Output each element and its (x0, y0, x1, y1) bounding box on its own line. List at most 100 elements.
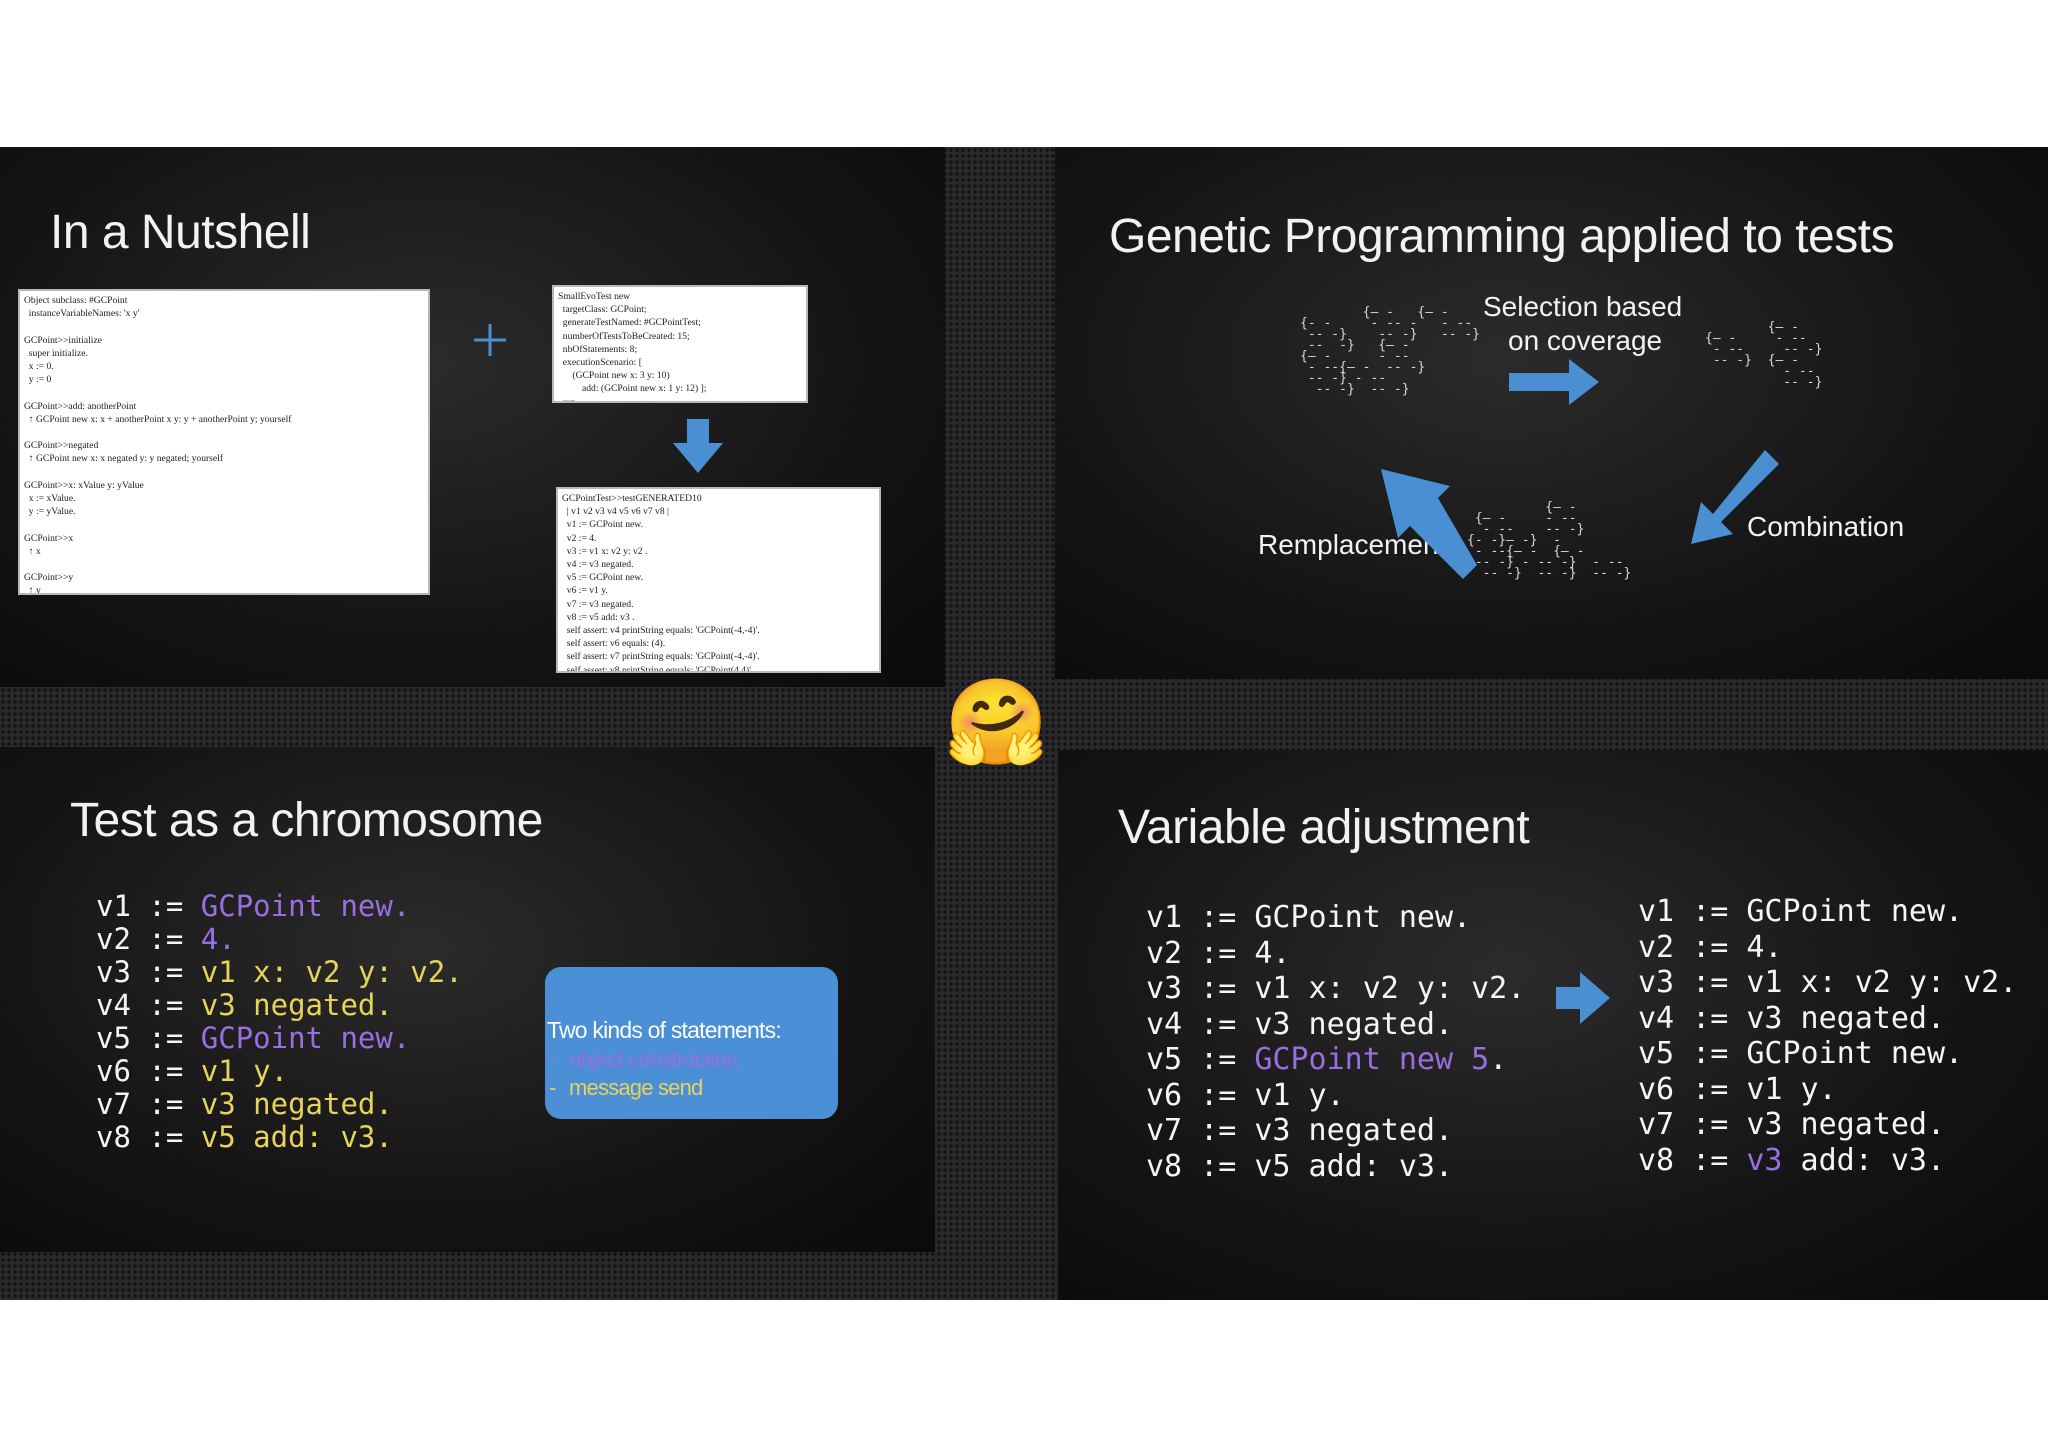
adjust-before-line: v4 := v3 negated. (1146, 1006, 1454, 1042)
chromosome-title: Test as a chromosome (70, 794, 543, 847)
generated-card-line: | v1 v2 v3 v4 v5 v6 v7 v8 | (562, 506, 669, 518)
class-card-line: GCPoint>>y (24, 572, 74, 584)
generated-card-line: v5 := GCPoint new. (562, 572, 644, 584)
generated-test-card: GCPointTest>>testGENERATED10 | v1 v2 v3 … (556, 487, 881, 673)
adjust-before-highlight: GCPoint new 5 (1254, 1042, 1490, 1077)
generated-card-line: v6 := v1 y. (562, 585, 608, 597)
generated-card-line: GCPointTest>>testGENERATED10 (562, 493, 702, 504)
class-card-line: Object subclass: #GCPoint (24, 295, 128, 306)
genetic-title: Genetic Programming applied to tests (1109, 210, 1895, 263)
replacement-label: Remplacement (1258, 529, 1447, 560)
config-card-line: SmallEvoTest new (558, 291, 631, 302)
plus-icon (474, 324, 506, 356)
adjust-after-line: v4 := v3 negated. (1638, 1000, 1946, 1036)
adjust-after-line: v7 := v3 negated. (1638, 1107, 1946, 1142)
panel-nutshell: In a Nutshell Object subclass: #GCPoint … (0, 147, 945, 687)
replacement-arrow-icon (1381, 469, 1477, 579)
adjust-after-line: v3 := v1 x: v2 y: v2. (1638, 965, 2018, 1000)
adjustment-title: Variable adjustment (1118, 801, 1530, 854)
generated-card-line: v7 := v3 negated. (562, 598, 634, 610)
generated-card-line: v1 := GCPoint new. (562, 519, 644, 531)
adjust-before-line: v1 := GCPoint new. (1146, 900, 1472, 935)
config-card-line: run. (558, 396, 578, 403)
cycle-arrows (1381, 359, 1779, 579)
generated-card-line: self assert: v7 printString equals: 'GCP… (562, 651, 760, 663)
adjust-before-line: v8 := v5 add: v3. (1146, 1148, 1454, 1184)
class-card-line: x := xValue. (24, 493, 76, 505)
generated-card-line: self assert: v8 printString equals: 'GCP… (562, 664, 754, 673)
adjust-before-line: v3 := v1 x: v2 y: v2. (1146, 971, 1526, 1006)
chromosome-line: v7 := v3 negated. (96, 1087, 393, 1121)
class-card-line: ↑ x (24, 545, 41, 557)
selection-arrow-icon (1509, 359, 1599, 405)
config-card-line: numberOfTestsToBeCreated: 15; (558, 330, 690, 342)
adjust-after-line: v8 := v3 add: v3. (1638, 1142, 1946, 1178)
population-cluster-bottom: {— - {— - - -- - -- -- -} {- -}— -} - - … (1467, 500, 1632, 581)
class-card-line: super initialize. (24, 347, 88, 359)
adjust-before-line: v7 := v3 negated. (1146, 1113, 1454, 1148)
config-card-line: targetClass: GCPoint; (558, 304, 647, 316)
selection-label-line1: Selection based (1483, 291, 1683, 322)
generated-card-line: self assert: v6 equals: (4). (562, 638, 666, 650)
statement-kinds-box: Two kinds of statements: -object constru… (545, 967, 838, 1119)
generated-card-line: self assert: v4 printString equals: 'GCP… (562, 625, 760, 637)
config-card-line: add: (GCPoint new x: 1 y: 12) ]; (558, 383, 707, 395)
class-card-line: instanceVariableNames: 'x y' (24, 308, 140, 320)
class-card-line: GCPoint>>x (24, 532, 74, 544)
population-cluster-left: {— - {— - {- - - -- - - -- -- -} -- -} -… (1300, 305, 1481, 397)
class-definition-card: Object subclass: #GCPoint instanceVariab… (18, 289, 430, 595)
right-arrow-icon (1556, 972, 1610, 1024)
adjust-after-line: v2 := 4. (1638, 929, 1783, 965)
statement-kind-message: -message send (549, 1075, 703, 1100)
chromosome-line: v4 := v3 negated. (96, 988, 393, 1022)
selection-label-line2: on coverage (1508, 325, 1663, 356)
adjust-after-line: v5 := GCPoint new. (1638, 1036, 1964, 1071)
generated-test-code: GCPointTest>>testGENERATED10 | v1 v2 v3 … (562, 492, 875, 673)
adjust-after-line: v6 := v1 y. (1638, 1071, 1837, 1107)
statement-kinds-heading: Two kinds of statements: (547, 1017, 782, 1043)
panel-adjustment: Variable adjustment v1 := GCPoint new.v2… (1058, 750, 2048, 1300)
adjust-after-highlight: v3 (1746, 1142, 1783, 1178)
panel-genetic: Genetic Programming applied to tests Sel… (1055, 147, 2048, 679)
adjust-before-line: v5 := GCPoint new 5. (1146, 1042, 1508, 1077)
hugging-face-emoji: 🤗 (944, 675, 1049, 769)
class-card-line: GCPoint>>add: anotherPoint (24, 400, 137, 412)
chromosome-line: v6 := v1 y. (96, 1054, 289, 1088)
population-cluster-right: {— - {— - - -- - -- -- -} -- -} {— - - -… (1705, 320, 1823, 390)
class-card-line: x := 0. (24, 361, 54, 373)
generated-card-line: v2 := 4. (562, 532, 597, 544)
chromosome-line: v3 := v1 x: v2 y: v2. (96, 955, 463, 989)
adjust-after-line: v1 := GCPoint new. (1638, 894, 1964, 929)
class-card-line: GCPoint>>x: xValue y: yValue (24, 479, 144, 491)
chromosome-line: v5 := GCPoint new. (96, 1021, 411, 1055)
class-definition-code: Object subclass: #GCPoint instanceVariab… (24, 294, 424, 595)
nutshell-title: In a Nutshell (50, 206, 311, 259)
class-card-line: ↑ GCPoint new x: x negated y: y negated;… (24, 453, 224, 465)
chromosome-line: v2 := 4. (96, 922, 236, 956)
generated-card-line: v8 := v5 add: v3 . (562, 611, 635, 623)
class-card-line: GCPoint>>negated (24, 440, 99, 452)
config-card-line: nbOfStatements: 8; (558, 343, 638, 355)
class-card-line: ↑ y (24, 585, 41, 595)
combination-label: Combination (1747, 511, 1905, 542)
statement-kind-construction: -object construction (549, 1047, 738, 1072)
class-card-line: y := yValue. (24, 506, 76, 518)
generated-card-line: v3 := v1 x: v2 y: v2 . (562, 545, 648, 557)
class-card-line: GCPoint>>initialize (24, 334, 102, 346)
class-card-line: y := 0 (24, 374, 52, 386)
down-arrow-icon (673, 419, 723, 473)
config-code: SmallEvoTest new targetClass: GCPoint; g… (558, 290, 802, 403)
class-card-line: ↑ GCPoint new x: x + anotherPoint x y: y… (24, 413, 292, 425)
panel-chromosome: Test as a chromosome v1 := GCPoint new.v… (0, 747, 935, 1252)
combination-arrow-icon (1691, 450, 1779, 544)
config-card-line: generateTestNamed: #GCPointTest; (558, 317, 701, 329)
generated-card-line: v4 := v3 negated. (562, 559, 634, 571)
adjust-before-line: v2 := 4. (1146, 935, 1291, 971)
chromosome-line: v8 := v5 add: v3. (96, 1120, 393, 1154)
config-card-line: (GCPoint new x: 3 y: 10) (558, 370, 670, 382)
adjust-before-line: v6 := v1 y. (1146, 1077, 1345, 1113)
config-card-line: executionScenario: [ (558, 357, 642, 369)
chromosome-line: v1 := GCPoint new. (96, 889, 411, 923)
slide: In a Nutshell Object subclass: #GCPoint … (0, 147, 2048, 1300)
config-card: SmallEvoTest new targetClass: GCPoint; g… (552, 285, 808, 403)
